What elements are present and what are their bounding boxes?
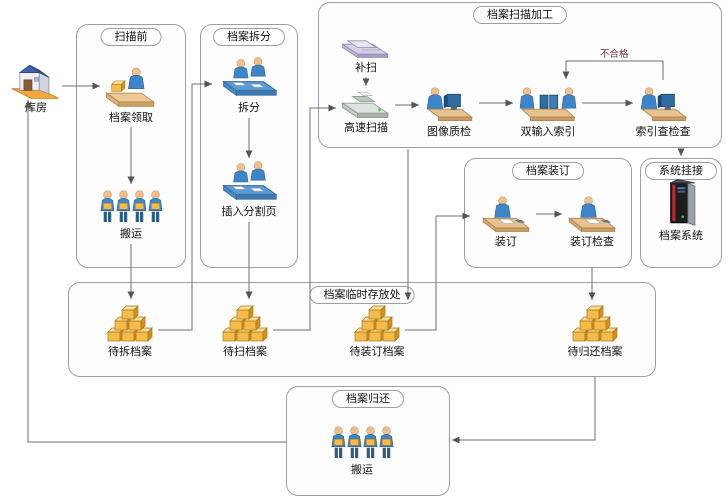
node-double-index-label: 双输入索引	[520, 126, 576, 138]
box-stack-icon	[104, 302, 156, 344]
person-counter-icon	[103, 64, 159, 110]
group-system-link-title: 系统挂接	[645, 162, 717, 180]
node-split-label: 拆分	[238, 102, 260, 114]
group-archive-return-title: 档案归还	[332, 390, 404, 408]
node-pending-binding-label: 待装订档案	[349, 346, 405, 358]
node-pending-split-label: 待拆档案	[108, 346, 152, 358]
node-pending-binding: 待装订档案	[335, 302, 419, 359]
edge-label-unqualified: 不合格	[600, 49, 629, 60]
node-transport-prescan-label: 搬运	[120, 228, 142, 240]
node-insert-divider: 插入分割页	[219, 160, 279, 219]
node-supplement-scan: 补扫	[330, 30, 402, 75]
box-stack-icon	[569, 302, 621, 344]
binding-desk-icon	[478, 192, 534, 234]
workers-group-icon	[99, 186, 163, 226]
operator-computer-icon	[421, 82, 477, 124]
group-scan-process-title: 档案扫描加工	[473, 6, 567, 24]
node-transport-return: 搬运	[330, 422, 394, 477]
node-highspeed-scan-label: 高速扫描	[344, 122, 388, 134]
node-pending-scan: 待扫档案	[207, 302, 283, 359]
node-archive-receive-label: 档案领取	[109, 112, 153, 124]
server-icon	[660, 176, 702, 228]
node-binding-check: 装订检查	[554, 192, 630, 249]
node-double-index: 双输入索引	[506, 82, 590, 139]
people-table-icon	[220, 56, 278, 100]
edge-pending-return-to-return	[452, 377, 596, 444]
node-image-check: 图像质检	[411, 82, 487, 139]
node-insert-divider-label: 插入分割页	[221, 206, 277, 218]
group-archive-binding-title: 档案装订	[512, 162, 584, 180]
group-archive-split-title: 档案拆分	[213, 28, 285, 46]
operator-computer-icon	[635, 82, 691, 124]
node-warehouse-label: 库房	[25, 102, 47, 114]
node-warehouse: 库房	[8, 58, 64, 115]
node-binding-check-label: 装订检查	[570, 236, 614, 248]
node-binding: 装订	[472, 192, 540, 249]
node-pending-split: 待拆档案	[92, 302, 168, 359]
node-pending-return-label: 待归还档案	[567, 346, 623, 358]
node-archive-system: 档案系统	[650, 176, 712, 243]
node-binding-label: 装订	[495, 236, 517, 248]
dual-operator-computer-icon	[516, 82, 580, 124]
node-index-check-label: 索引查检查	[635, 126, 691, 138]
people-table-icon	[220, 160, 278, 204]
node-highspeed-scan: 高速扫描	[329, 88, 403, 135]
node-transport-return-label: 搬运	[351, 464, 373, 476]
highspeed-scanner-icon	[339, 88, 393, 120]
node-archive-receive: 档案领取	[91, 64, 171, 125]
warehouse-icon	[10, 58, 62, 100]
node-pending-return: 待归还档案	[553, 302, 637, 359]
binding-desk-icon	[564, 192, 620, 234]
flatbed-scanner-icon	[339, 30, 393, 60]
box-stack-icon	[219, 302, 271, 344]
group-pre-scan-title: 扫描前	[100, 28, 162, 46]
node-image-check-label: 图像质检	[427, 126, 471, 138]
node-supplement-scan-label: 补扫	[355, 62, 377, 74]
node-index-check: 索引查检查	[621, 82, 705, 139]
node-pending-scan-label: 待扫档案	[223, 346, 267, 358]
node-split: 拆分	[219, 56, 279, 115]
node-transport-prescan: 搬运	[89, 186, 173, 241]
box-stack-icon	[351, 302, 403, 344]
node-archive-system-label: 档案系统	[659, 230, 703, 242]
workers-group-icon	[330, 422, 394, 462]
